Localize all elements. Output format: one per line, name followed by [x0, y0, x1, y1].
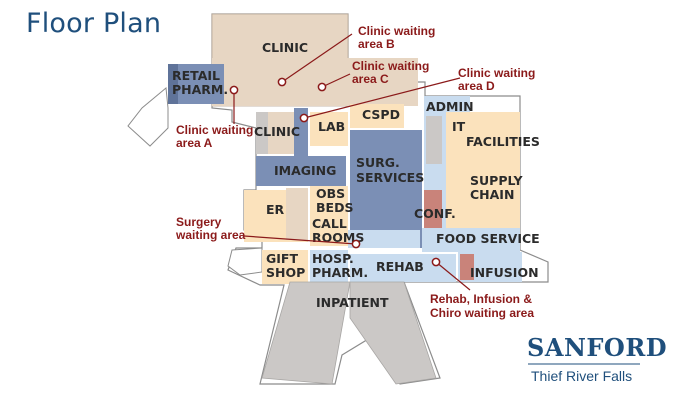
marker-area-a	[229, 85, 239, 95]
room-hosp-pharm	[310, 250, 348, 284]
callout-a-line1: Clinic waiting	[176, 123, 253, 137]
label-call-line1: CALL	[312, 216, 347, 231]
label-lab: LAB	[318, 119, 345, 134]
callout-surgery-line2: waiting area	[175, 228, 246, 242]
label-facilities: FACILITIES	[466, 134, 540, 149]
callout-d-line1: Clinic waiting	[458, 66, 535, 80]
callout-b-line1: Clinic waiting	[358, 24, 435, 38]
label-gift-line2: SHOP	[266, 265, 305, 280]
label-obs-line1: OBS	[316, 186, 345, 201]
label-admin: ADMIN	[426, 99, 474, 114]
marker-area-c	[317, 82, 327, 92]
label-rehab: REHAB	[376, 259, 424, 274]
label-supply-line1: SUPPLY	[470, 173, 523, 188]
label-gift-line1: GIFT	[266, 251, 298, 266]
callout-c-line2: area C	[352, 72, 389, 86]
marker-rehab	[431, 257, 441, 267]
callout-a-line2: area A	[176, 136, 213, 150]
label-supply-line2: CHAIN	[470, 187, 514, 202]
label-inpatient: INPATIENT	[316, 295, 389, 310]
room-conf	[424, 190, 442, 230]
room-clinic-mid-gray	[256, 112, 268, 154]
callout-d-line2: area D	[458, 79, 495, 93]
label-food-service: FOOD SERVICE	[436, 231, 540, 246]
room-imaging	[256, 156, 346, 186]
label-conf: CONF.	[414, 206, 456, 221]
label-surg-line2: SERVICES	[356, 170, 424, 185]
callout-c-line1: Clinic waiting	[352, 59, 429, 73]
entrance-south	[227, 247, 263, 276]
label-er: ER	[266, 202, 285, 217]
room-surg-services	[350, 130, 422, 248]
callout-line-surgery	[243, 235, 357, 245]
marker-area-d	[299, 113, 309, 123]
label-clinic-top: CLINIC	[262, 40, 308, 55]
callout-line-rehab	[435, 261, 471, 291]
room-facilities	[446, 112, 520, 230]
callout-rehab-line1: Rehab, Infusion &	[430, 292, 532, 306]
room-infusion-rose	[460, 254, 474, 280]
room-food-service	[422, 228, 520, 252]
room-cspd	[350, 104, 404, 128]
label-clinic-mid: CLINIC	[254, 124, 300, 139]
room-retail-pharm-strip	[168, 64, 178, 104]
label-hosp-line2: PHARM.	[312, 265, 368, 280]
er-gray	[286, 188, 308, 240]
room-inpatient-right	[349, 281, 437, 385]
callout-rehab-line2: Chiro waiting area	[430, 306, 534, 320]
label-imaging: IMAGING	[274, 163, 336, 178]
label-cspd: CSPD	[362, 107, 400, 122]
room-gift-shop	[262, 250, 308, 284]
callout-line-b	[281, 33, 353, 83]
room-inpatient-left	[261, 281, 351, 385]
label-it: IT	[452, 119, 466, 134]
brand-location: Thief River Falls	[531, 368, 632, 384]
marker-area-b	[277, 77, 287, 87]
brand-logo: SANFORD	[527, 333, 667, 362]
label-retail-line2: PHARM.	[172, 82, 228, 97]
label-obs-line2: BEDS	[316, 200, 353, 215]
label-hosp-line1: HOSP.	[312, 251, 354, 266]
room-obs-beds	[310, 186, 348, 216]
callout-line-d	[303, 77, 461, 119]
label-infusion: INFUSION	[470, 265, 539, 280]
surg-light	[348, 230, 420, 248]
callout-b-line2: area B	[358, 37, 395, 51]
room-lab	[310, 112, 348, 146]
marker-surgery	[351, 239, 361, 249]
label-retail-line1: RETAIL	[172, 68, 220, 83]
callout-line-c	[321, 73, 351, 88]
label-surg-line1: SURG.	[356, 155, 400, 170]
page-title: Floor Plan	[26, 8, 162, 39]
callout-surgery-line1: Surgery	[176, 215, 222, 229]
entrance-west	[127, 87, 169, 147]
room-it-gray	[426, 116, 442, 164]
